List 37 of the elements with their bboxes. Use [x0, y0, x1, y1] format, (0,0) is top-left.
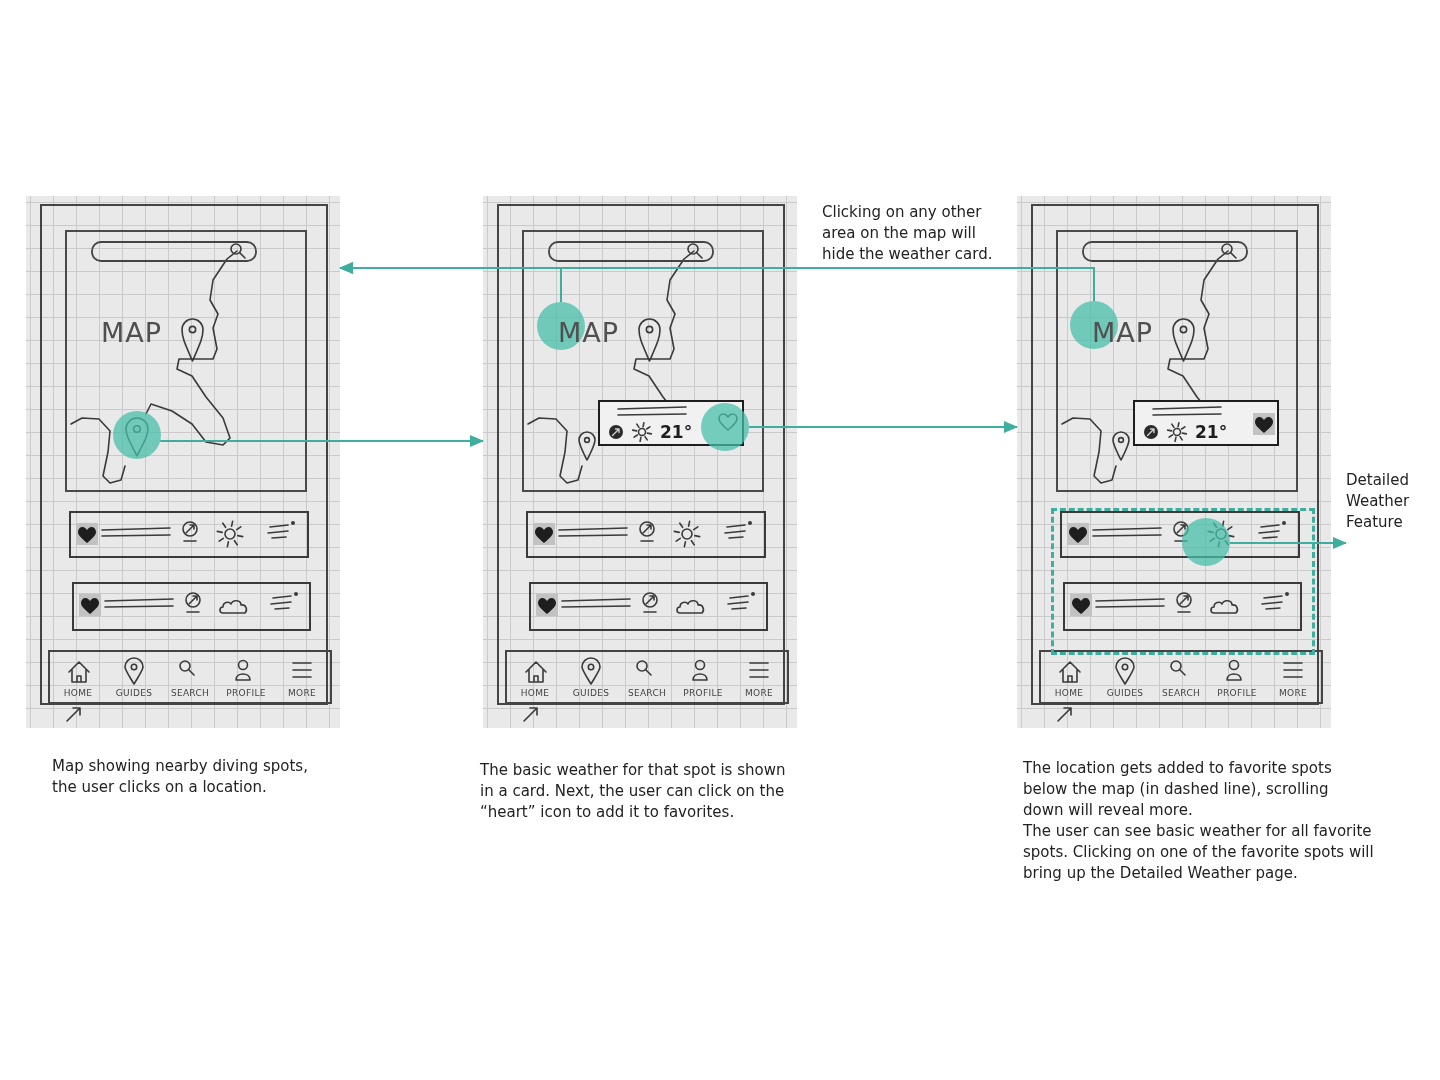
map-area: [522, 230, 764, 492]
nav-label: SEARCH: [170, 687, 210, 699]
nav-label: GUIDES: [115, 687, 153, 699]
weather-card: [1133, 400, 1279, 446]
connector-arrow: [339, 262, 1095, 302]
highlight-frame: [1051, 508, 1315, 655]
nav-label: MORE: [745, 687, 773, 699]
screen-description: The basic weather for that spot is shown in a card. Next, the user can click on the “heart” icon to add it to favorites.: [480, 760, 787, 823]
nav-label: HOME: [520, 687, 550, 699]
nav-label: SEARCH: [627, 687, 667, 699]
map-area: [1056, 230, 1298, 492]
tap-hotspot: [113, 411, 161, 459]
nav-bar: [48, 650, 332, 704]
connector-arrow: [159, 435, 484, 447]
screen-description: The location gets added to favorite spots below the map (in dashed line), scrolling down will reveal more.: [1023, 758, 1333, 821]
nav-label: PROFILE: [1217, 687, 1257, 699]
nav-bar: [1039, 650, 1323, 704]
nav-label: HOME: [1054, 687, 1084, 699]
nav-label: MORE: [1279, 687, 1307, 699]
connector-arrow: [1229, 537, 1347, 549]
screen-description: The user can see basic weather for all favorite spots. Clicking on one of the favorite spots will bring up the Detailed Weather page.: [1023, 821, 1375, 884]
screen-description: Map showing nearby diving spots, the user clicks on a location.: [52, 756, 309, 798]
tap-hotspot: [1182, 518, 1230, 566]
nav-label: MORE: [288, 687, 316, 699]
nav-label: PROFILE: [683, 687, 723, 699]
nav-label: GUIDES: [572, 687, 610, 699]
temperature-text: 21°: [1195, 422, 1228, 442]
nav-label: PROFILE: [226, 687, 266, 699]
connector-arrow: [748, 421, 1018, 433]
nav-bar: [505, 650, 789, 704]
map-area: [65, 230, 307, 492]
destination-label: Detailed Weather Feature: [1346, 470, 1428, 547]
nav-label: SEARCH: [1161, 687, 1201, 699]
temperature-text: 21°: [660, 422, 693, 442]
map-label: MAP: [101, 318, 163, 348]
nav-label: HOME: [63, 687, 93, 699]
nav-label: GUIDES: [1106, 687, 1144, 699]
